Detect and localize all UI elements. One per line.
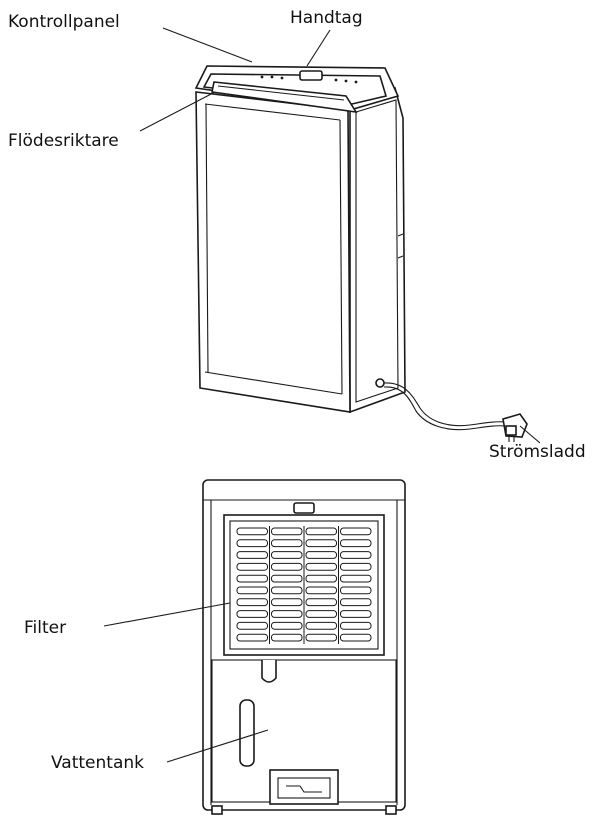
grille-slot: [340, 598, 372, 607]
grille-slot: [271, 621, 303, 630]
grille-slot: [340, 574, 372, 583]
grille-slot: [305, 574, 337, 583]
label-water-tank: Vattentank: [51, 753, 144, 773]
grille-slot: [271, 633, 303, 642]
filter-grille-slots: [236, 526, 372, 644]
grille-slot: [236, 551, 268, 559]
label-filter: Filter: [24, 618, 67, 638]
grille-slot: [340, 551, 372, 559]
grille-slot: [236, 586, 268, 595]
grille-slot: [340, 633, 372, 642]
grille-slot: [305, 586, 337, 595]
label-flow-director: Flödesriktare: [8, 131, 119, 151]
grille-slot: [236, 574, 268, 583]
grille-slot: [236, 621, 268, 630]
grille-slot: [271, 527, 303, 536]
grille-slot: [305, 539, 337, 548]
grille-slot: [340, 562, 372, 571]
grille-slot: [340, 586, 372, 595]
grille-slot: [236, 598, 268, 607]
leader-filter: [103, 602, 231, 627]
leader-water-tank: [166, 729, 269, 763]
grille-slot: [271, 586, 303, 595]
water-level-window: [239, 699, 255, 767]
grille-slot: [271, 574, 303, 583]
grille-slot: [305, 551, 337, 559]
leader-control-panel: [162, 27, 253, 63]
label-handle: Handtag: [290, 8, 363, 28]
label-control-panel: Kontrollpanel: [8, 12, 120, 32]
grille-slot: [305, 633, 337, 642]
grille-slot: [271, 539, 303, 548]
grille-slot: [236, 539, 268, 548]
grille-slot: [340, 539, 372, 548]
unit-front-panel: [195, 91, 351, 413]
grille-slot: [340, 610, 372, 618]
grille-slot: [236, 633, 268, 642]
grille-slot: [340, 621, 372, 630]
grille-slot: [305, 562, 337, 571]
cord-outlet: [375, 378, 385, 388]
grille-slot: [305, 621, 337, 630]
grille-slot: [236, 610, 268, 618]
grille-slot: [305, 610, 337, 618]
leader-power-cord: [519, 425, 541, 444]
drain-housing: [269, 769, 339, 805]
grille-slot: [236, 562, 268, 571]
grille-slot: [271, 551, 303, 559]
leader-flow-director: [139, 91, 216, 132]
back-handle: [293, 502, 315, 514]
label-power-cord: Strömsladd: [489, 442, 586, 462]
grille-slot: [271, 562, 303, 571]
grille-slot: [340, 527, 372, 536]
back-view-unit: [202, 479, 406, 815]
grille-slot: [271, 598, 303, 607]
grille-slot: [305, 527, 337, 536]
front-view-unit: [194, 65, 528, 442]
power-cord: [383, 382, 506, 427]
grille-slot: [236, 527, 268, 536]
leader-lines: [103, 27, 541, 763]
tank-latch: [261, 660, 277, 683]
grille-slot: [271, 610, 303, 618]
handle-recess: [299, 70, 323, 81]
grille-slot: [305, 598, 337, 607]
leader-handle: [306, 29, 331, 67]
